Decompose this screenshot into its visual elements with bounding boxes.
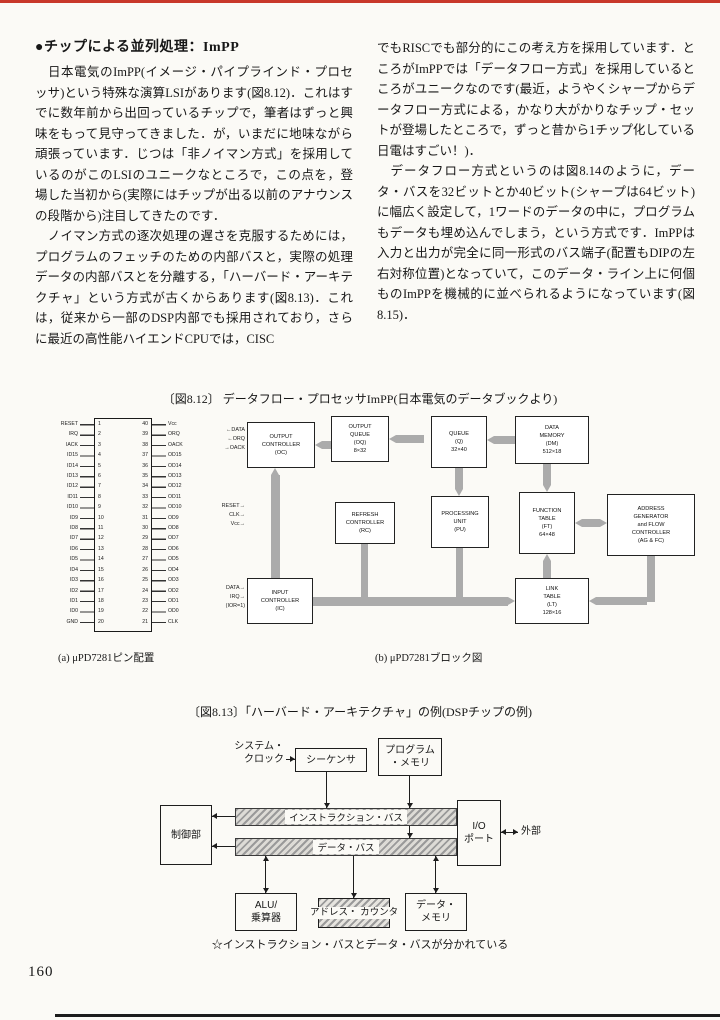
signal-labels-output: ←DATA ←ORQ →OACK (224, 427, 245, 451)
arrowhead-left-icon (389, 435, 396, 443)
connector-line (265, 856, 267, 893)
dip-package-body (94, 418, 152, 632)
connector-line (212, 816, 235, 818)
arrowhead-down-icon (455, 489, 463, 496)
block-function-table: FUNCTION TABLE (FT) 64×48 (519, 492, 575, 554)
pin-labels-right: Vcc ORQ OACK OD15 OD14 OD13 OD12 OD11 OD… (168, 421, 183, 625)
connector-pu-down (456, 548, 463, 597)
arrowhead-left-icon (575, 519, 582, 527)
connector-line (212, 846, 235, 848)
arrow-ic-to-lt (313, 597, 508, 606)
figure-813-note: ☆インストラクション・バスとデータ・バスが分かれている (211, 939, 509, 951)
page-bottom-edge (55, 1014, 720, 1017)
arrowhead-down-icon (543, 485, 551, 492)
arrowhead-right-icon (508, 597, 515, 605)
address-counter-box: アドレス・ カウンタ (305, 898, 403, 928)
data-memory-box: データ・ メモリ (405, 893, 467, 931)
connector-line (326, 772, 328, 808)
block-queue: QUEUE (Q) 32×40 (431, 416, 487, 468)
block-link-table: LINK TABLE (LT) 128×16 (515, 578, 589, 624)
arrowhead-down-icon (407, 803, 413, 808)
arrowhead-up-icon (543, 554, 551, 561)
paragraph: でもRISCでも部分的にこの考え方を採用しています．ところがImPPでは「データ… (377, 41, 695, 158)
connector-rc-down (361, 544, 368, 597)
pin-layout-diagram: 1 2 3 4 5 6 7 8 9 10 11 12 13 14 15 16 1… (42, 416, 237, 644)
arrowhead-right-icon (290, 756, 295, 762)
pin-numbers-left: 1 2 3 4 5 6 7 8 9 10 11 12 13 14 15 16 1… (98, 421, 104, 625)
arrow-ft-ag (582, 519, 600, 527)
arrowhead-right-icon (513, 829, 518, 835)
arrow-ic-to-oc (271, 475, 280, 578)
arrowhead-down-icon (433, 888, 439, 893)
arrow-q-to-pu (455, 468, 463, 489)
block-output-queue: OUTPUT QUEUE (OQ) 8×32 (331, 416, 389, 462)
arrowhead-left-icon (212, 813, 217, 819)
arrow-oq-to-oc (322, 441, 331, 449)
arrow-dm-to-q (494, 436, 515, 444)
arrowhead-left-icon (487, 436, 494, 444)
arrowhead-left-icon (589, 597, 596, 605)
program-memory-box: プログラム ・メモリ (378, 738, 442, 776)
data-bus: データ・バス (235, 838, 457, 856)
address-counter-label: アドレス・ カウンタ (305, 906, 403, 920)
pin-stubs-left (80, 420, 94, 630)
pin-labels-left: RESET IRQ IACK ID15 ID14 ID13 ID12 ID11 … (60, 421, 78, 625)
connector-line (353, 856, 355, 898)
arrowhead-down-icon (407, 833, 413, 838)
alu-multiplier-box: ALU/ 乗算器 (235, 893, 297, 931)
paragraph: ノイマン方式の逐次処理の遅さを克服するためには，プログラムのフェッチのための内部… (35, 229, 353, 346)
pin-numbers-right: 40 39 38 37 36 35 34 33 32 31 30 29 28 2… (142, 421, 148, 625)
control-unit-box: 制御部 (160, 805, 212, 865)
paragraph: データフロー方式というのは図8.14のように，データ・バスを32ビットとか40ビ… (377, 164, 695, 322)
arrow-ag-to-lt (596, 597, 647, 605)
arrowhead-up-icon (271, 468, 279, 475)
arrow-dm-to-ft (543, 464, 551, 485)
arrow-ag-down (647, 556, 655, 602)
arrowhead-down-icon (263, 888, 269, 893)
arrowhead-up-icon (433, 856, 439, 861)
block-address-generator-flow-controller: ADDRESS GENERATOR and FLOW CONTROLLER (A… (607, 494, 695, 556)
arrowhead-down-icon (324, 803, 330, 808)
signal-labels-input: DATA→ IRQ→ (IOR=1) (225, 585, 245, 609)
instruction-bus-label: インストラクション・バス (285, 810, 407, 824)
figure-812a-subcaption: (a) μPD7281ピン配置 (58, 653, 155, 664)
signal-labels-control: RESET→ CLK→ Vcc→ (221, 503, 245, 527)
external-label: 外部 (521, 826, 541, 837)
block-processing-unit: PROCESSING UNIT (PU) (431, 496, 489, 548)
arrowhead-right-icon (600, 519, 607, 527)
io-port-box: I/O ポート (457, 800, 501, 866)
section-heading: ●チップによる並列処理：ImPP (35, 40, 240, 55)
block-data-memory: DATA MEMORY (DM) 512×18 (515, 416, 589, 464)
block-refresh-controller: REFRESH CONTROLLER (RC) (335, 502, 395, 544)
pin-stubs-right (152, 420, 166, 630)
arrowhead-down-icon (351, 893, 357, 898)
arrowhead-up-icon (263, 856, 269, 861)
right-column: でもRISCでも部分的にこの考え方を採用しています．ところがImPPでは「データ… (377, 38, 695, 325)
paragraph: 日本電気のImPP(イメージ・パイプラインド・プロセッサ)という特殊な演算LSI… (35, 65, 353, 223)
block-output-controller: OUTPUT CONTROLLER (OC) (247, 422, 315, 468)
figure-812: 1 2 3 4 5 6 7 8 9 10 11 12 13 14 15 16 1… (30, 410, 705, 670)
figure-812-caption: 〔図8.12〕 データフロー・プロセッサImPP(日本電気のデータブックより) (162, 392, 558, 406)
arrow-lt-to-ft (543, 561, 551, 578)
sequencer-box: シーケンサ (295, 748, 367, 772)
instruction-bus: インストラクション・バス (235, 808, 457, 826)
data-bus-label: データ・バス (313, 840, 379, 854)
page-top-edge (0, 0, 720, 3)
connector-line (501, 832, 518, 834)
page-number: 160 (28, 964, 54, 980)
arrowhead-left-icon (212, 843, 217, 849)
block-input-controller: INPUT CONTROLLER (IC) (247, 578, 313, 624)
left-column: 日本電気のImPP(イメージ・パイプラインド・プロセッサ)という特殊な演算LSI… (35, 62, 353, 349)
figure-812b-subcaption: (b) μPD7281ブロック図 (375, 653, 483, 664)
block-diagram: OUTPUT CONTROLLER (OC) OUTPUT QUEUE (OQ)… (222, 410, 705, 650)
connector-line (435, 856, 437, 893)
system-clock-label: システム・ クロック (234, 741, 284, 765)
arrowhead-left-icon (315, 441, 322, 449)
figure-813: システム・ クロック シーケンサ プログラム ・メモリ 制御部 インストラクショ… (140, 728, 580, 933)
figure-813-caption: 〔図8.13〕「ハーバード・アーキテクチャ」の例(DSPチップの例) (187, 705, 533, 719)
arrowhead-left-icon (501, 829, 506, 835)
arrow-q-to-oq (396, 435, 424, 443)
